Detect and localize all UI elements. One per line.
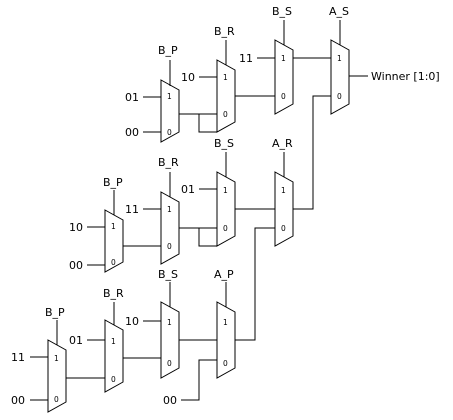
mux-4: 1 0 xyxy=(330,39,350,115)
svg-text:0: 0 xyxy=(167,359,172,368)
m12-sel-label: A_P xyxy=(214,268,234,281)
m6-sel-label: B_R xyxy=(158,156,179,169)
m2-in1-label: 10 xyxy=(181,71,195,84)
svg-text:1: 1 xyxy=(223,318,228,327)
m11-sel-label: B_S xyxy=(158,268,178,281)
m6-in1-label: 11 xyxy=(125,203,139,216)
m9-in1-label: 11 xyxy=(11,351,25,364)
winner-output-label: Winner [1:0] xyxy=(371,70,440,83)
svg-text:1: 1 xyxy=(281,54,286,63)
m11-in1-label: 10 xyxy=(125,315,139,328)
m5-sel-label: B_P xyxy=(103,176,123,189)
m3-in1-label: 11 xyxy=(239,52,253,65)
svg-text:1: 1 xyxy=(281,186,286,195)
m10-sel-label: B_R xyxy=(103,287,124,300)
mux-8: 1 0 xyxy=(274,171,294,247)
svg-text:0: 0 xyxy=(111,375,116,384)
svg-text:1: 1 xyxy=(167,92,172,101)
svg-text:1: 1 xyxy=(54,354,59,363)
svg-text:0: 0 xyxy=(337,92,342,101)
mux-5: 1 0 xyxy=(104,209,124,273)
mux-10: 1 0 xyxy=(104,319,124,393)
svg-text:1: 1 xyxy=(111,337,116,346)
svg-text:1: 1 xyxy=(167,205,172,214)
svg-text:1: 1 xyxy=(167,318,172,327)
m2-sel-label: B_R xyxy=(214,25,235,38)
svg-text:0: 0 xyxy=(223,359,228,368)
wires xyxy=(30,20,368,401)
m5-in1-label: 10 xyxy=(69,221,83,234)
m3-sel-label: B_S xyxy=(272,5,292,18)
m9-sel-label: B_P xyxy=(45,306,65,319)
m1-sel-label: B_P xyxy=(158,44,178,57)
m12-in0-label: 00 xyxy=(163,394,177,407)
svg-text:0: 0 xyxy=(223,110,228,119)
mux-3: 1 0 xyxy=(274,39,294,115)
mux-2: 1 0 xyxy=(216,59,236,133)
svg-text:1: 1 xyxy=(223,73,228,82)
mux-11: 1 0 xyxy=(160,301,180,379)
svg-text:0: 0 xyxy=(54,395,59,404)
labels: 01 00 B_P 10 B_R 11 B_S A_S Winner [1:0]… xyxy=(11,5,440,407)
m4-sel-label: A_S xyxy=(329,5,349,18)
svg-text:0: 0 xyxy=(281,92,286,101)
svg-text:1: 1 xyxy=(337,54,342,63)
m5-in0-label: 00 xyxy=(69,259,83,272)
svg-text:0: 0 xyxy=(281,224,286,233)
mux-12: 1 0 xyxy=(216,301,236,379)
m10-in1-label: 01 xyxy=(69,334,83,347)
mux-1: 1 0 xyxy=(160,79,180,143)
svg-text:1: 1 xyxy=(111,222,116,231)
svg-text:0: 0 xyxy=(167,128,172,137)
m9-in0-label: 00 xyxy=(11,394,25,407)
mux-9: 1 0 xyxy=(47,339,67,413)
svg-text:1: 1 xyxy=(223,186,228,195)
mux-7: 1 0 xyxy=(216,171,236,247)
m7-sel-label: B_S xyxy=(214,137,234,150)
svg-text:0: 0 xyxy=(111,258,116,267)
m1-in1-label: 01 xyxy=(125,91,139,104)
svg-text:0: 0 xyxy=(167,242,172,251)
mux-6: 1 0 xyxy=(160,191,180,265)
svg-text:0: 0 xyxy=(223,224,228,233)
m1-in0-label: 00 xyxy=(125,126,139,139)
m7-in1-label: 01 xyxy=(181,183,195,196)
m8-sel-label: A_R xyxy=(272,137,293,150)
